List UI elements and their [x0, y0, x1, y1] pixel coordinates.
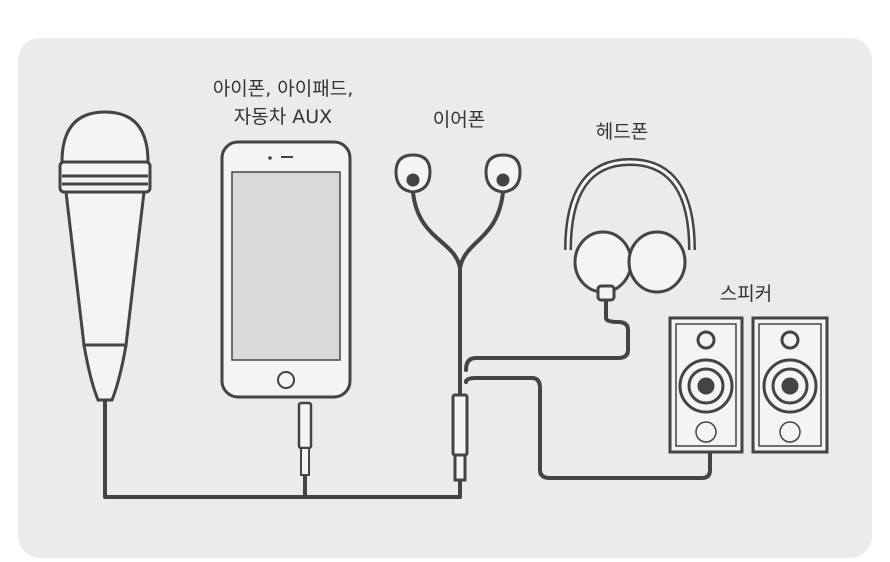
- speaker-cable: [464, 376, 712, 480]
- diagram-panel: [18, 38, 872, 558]
- phone-screen: [231, 171, 341, 361]
- earphones-label: 이어폰: [432, 109, 486, 131]
- earphones: [394, 153, 522, 482]
- headphones: [564, 157, 696, 302]
- earphone-cable: [411, 190, 505, 397]
- mic-cable: [103, 398, 462, 499]
- phone-plug: [297, 401, 313, 450]
- speakers-label: 스피커: [719, 283, 773, 305]
- earphone-plug: [451, 393, 469, 457]
- smartphone: [220, 140, 352, 476]
- phone-label-line1: 아이폰, 아이패드,: [212, 78, 354, 100]
- headphone-cable: [464, 288, 630, 372]
- microphone: [58, 110, 152, 402]
- speaker-right: [751, 316, 829, 454]
- phone-label-line2: 자동차 AUX: [233, 106, 333, 128]
- speaker-left: [668, 316, 744, 454]
- home-button: [277, 371, 295, 389]
- headphones-label: 헤드폰: [595, 121, 649, 143]
- phone-label: 아이폰, 아이패드, 자동차 AUX: [213, 75, 353, 131]
